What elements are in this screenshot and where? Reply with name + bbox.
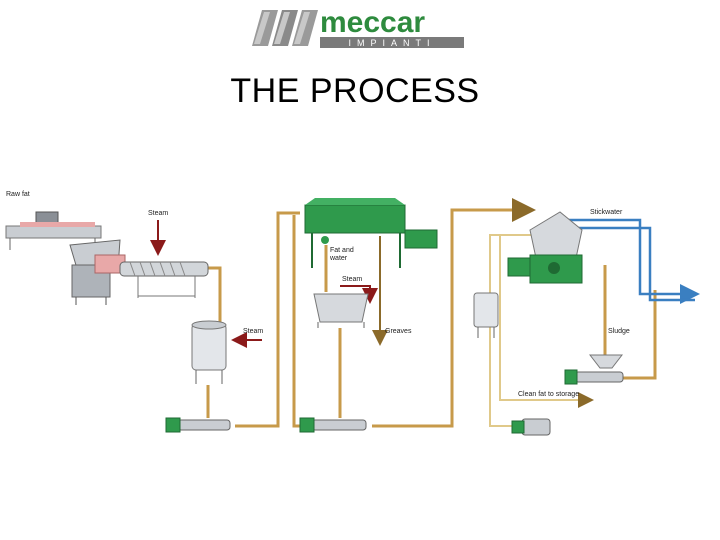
- sludge-pump: [564, 354, 624, 385]
- label-clean-fat: Clean fat to storage: [518, 391, 579, 398]
- label-water: water: [329, 255, 348, 262]
- logo-subtext: IMPIANTI: [348, 38, 435, 48]
- label-greaves: Greaves: [385, 328, 412, 335]
- separator-centrifuge: [507, 211, 583, 284]
- label-sludge: Sludge: [608, 328, 630, 335]
- melting-tank-1: [191, 320, 227, 384]
- label-steam-2: Steam: [243, 328, 263, 335]
- steam-arrow-tank2: [340, 285, 378, 304]
- settling-tank-2: [313, 293, 369, 328]
- pipe-clean-fat-loop: [489, 234, 540, 427]
- pipe-pump2-to-separator: [372, 198, 536, 428]
- grinder: [69, 239, 126, 305]
- logo-stripes-icon: [252, 10, 318, 46]
- clean-fat-pump: [511, 418, 551, 436]
- label-steam-3: Steam: [342, 276, 362, 283]
- light-pipes: [489, 234, 594, 427]
- label-fat-and: Fat and: [330, 247, 354, 254]
- fat-pipes: [205, 198, 657, 428]
- stickwater-pipes: [560, 218, 700, 304]
- screw-cooker: [119, 261, 209, 298]
- buffer-tank: [473, 292, 499, 338]
- pump-2: [299, 417, 367, 433]
- pipe-clean-fat: [499, 235, 594, 408]
- label-stickwater: Stickwater: [590, 209, 623, 216]
- meccar-logo: meccar IMPIANTI: [252, 6, 464, 48]
- label-raw-fat: Raw fat: [6, 191, 30, 198]
- pipe-cooker-to-tank: [205, 266, 222, 325]
- logo-wordmark: meccar: [320, 6, 425, 39]
- pipe-pump3-right: [615, 290, 657, 380]
- decanter: [304, 198, 438, 268]
- label-steam-1: Steam: [148, 210, 168, 217]
- page-title: THE PROCESS: [230, 72, 480, 110]
- pipe-pump2-up: [292, 215, 300, 428]
- steam-arrows: [150, 220, 378, 348]
- raw-fat-conveyor: [5, 211, 102, 250]
- logo-subtext-bar: [320, 37, 464, 48]
- process-diagram: Raw fat Steam Steam Steam Fat and water …: [5, 191, 700, 436]
- pipe-pump1-to-decanter: [235, 211, 300, 428]
- pump-1: [165, 417, 231, 433]
